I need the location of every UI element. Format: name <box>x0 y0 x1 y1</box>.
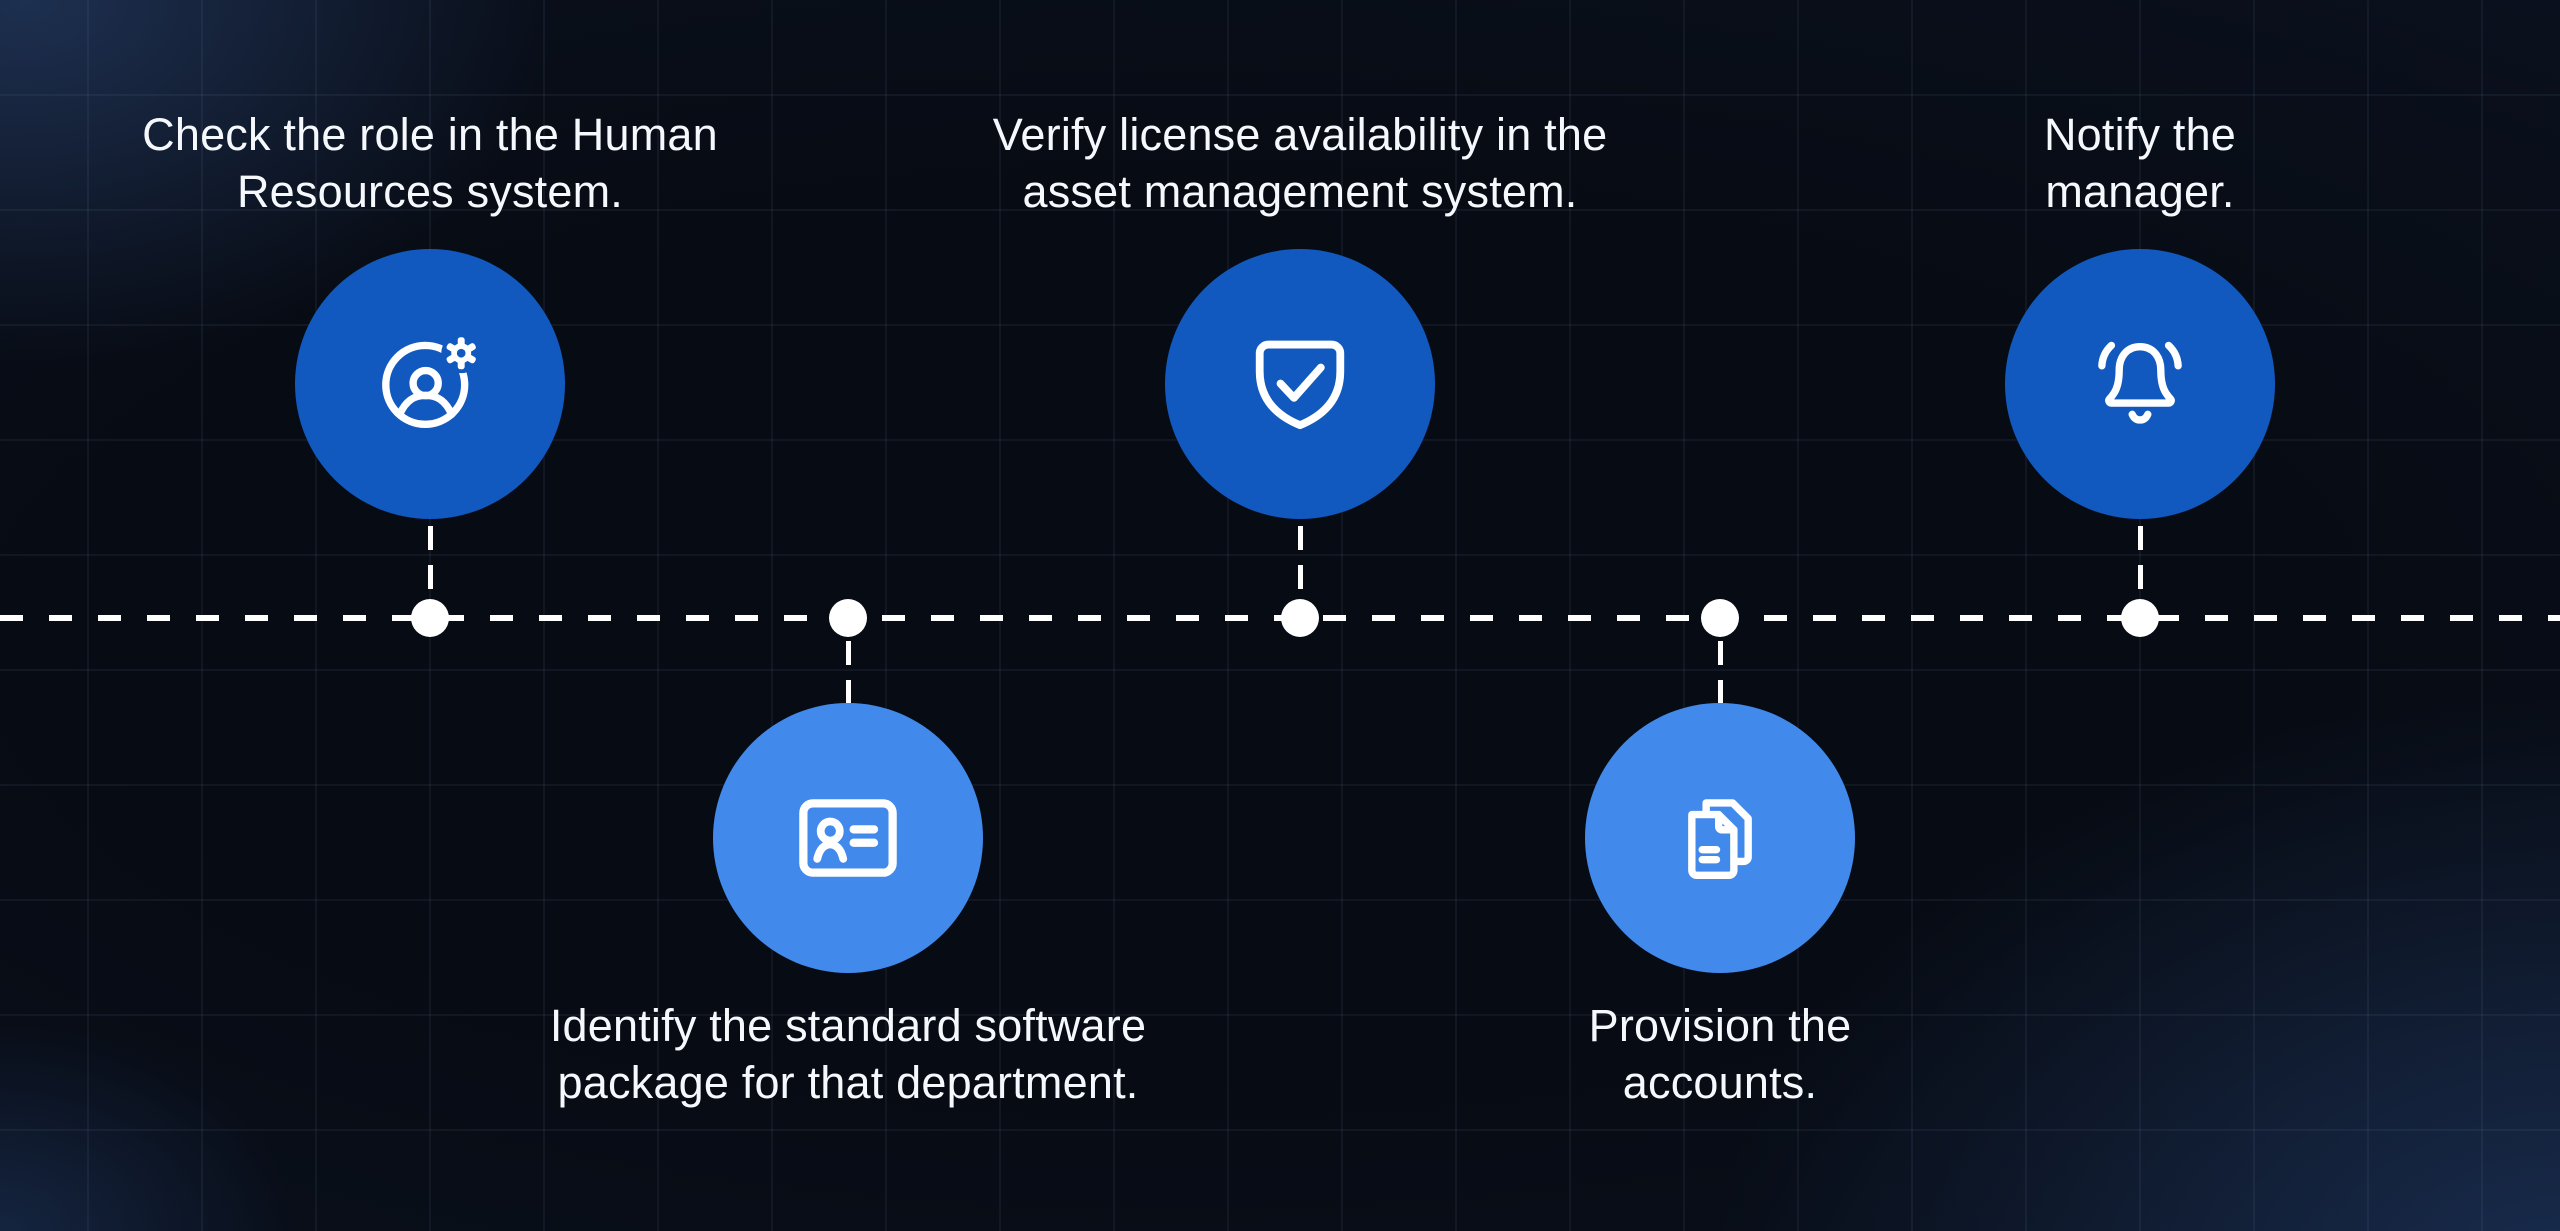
timeline-dot <box>1281 599 1319 637</box>
timeline-dashed-line <box>0 615 2560 621</box>
step-1-caption: Check the role in the Human Resources sy… <box>0 106 1030 220</box>
timeline-dot <box>1701 599 1739 637</box>
bell-icon <box>2098 341 2182 424</box>
caption-line: asset management system. <box>1022 166 1578 217</box>
caption-line: Resources system. <box>236 166 623 217</box>
step-3-caption: Verify license availability in the asset… <box>700 106 1900 220</box>
caption-line: package for that department. <box>557 1057 1139 1108</box>
connector-line <box>2137 526 2143 592</box>
connector-line <box>1297 526 1303 592</box>
caption-line: accounts. <box>1622 1057 1818 1108</box>
caption-line: manager. <box>2045 166 2235 217</box>
timeline-dot <box>829 599 867 637</box>
step-4-circle <box>1585 703 1855 973</box>
step-5-caption: Notify the manager. <box>1540 106 2560 220</box>
caption-line: Verify license availability in the <box>992 109 1608 160</box>
caption-line: Check the role in the Human <box>142 109 718 160</box>
connector-line <box>845 641 851 703</box>
caption-line: Provision the <box>1588 1000 1852 1051</box>
timeline-dot <box>411 599 449 637</box>
connector-line <box>427 526 433 592</box>
timeline-dot <box>2121 599 2159 637</box>
copy-documents-icon <box>1688 799 1752 879</box>
shield-check-icon <box>1255 340 1345 430</box>
step-2-circle <box>713 703 983 973</box>
step-3-circle <box>1165 249 1435 519</box>
caption-line: Notify the <box>2043 109 2237 160</box>
step-1-circle <box>295 249 565 519</box>
user-gear-icon <box>382 333 482 428</box>
connector-line <box>1717 641 1723 703</box>
step-4-caption: Provision the accounts. <box>1120 997 2320 1111</box>
step-2-caption: Identify the standard software package f… <box>248 997 1448 1111</box>
caption-line: Identify the standard software <box>549 1000 1147 1051</box>
step-5-circle <box>2005 249 2275 519</box>
id-card-icon <box>799 799 897 877</box>
